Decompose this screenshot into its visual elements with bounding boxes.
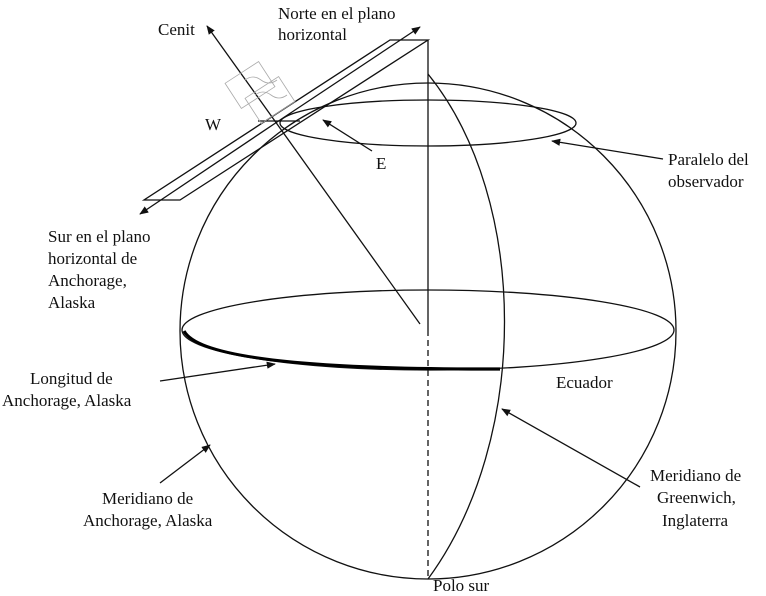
paralelo-pointer-arrow [551, 138, 664, 160]
label-polo-sur: Polo sur [433, 576, 490, 595]
south-arrow-line [139, 119, 281, 215]
label-ecuador: Ecuador [556, 373, 613, 392]
label-longitud-line2: Anchorage, Alaska [2, 391, 132, 410]
greenwich-meridian [427, 73, 506, 580]
observer-figure [224, 60, 296, 125]
label-cenit: Cenit [158, 20, 195, 39]
label-longitud-line1: Longitud de [30, 369, 113, 388]
label-norte-line1: Norte en el plano [278, 4, 396, 23]
label-meridiano-greenwich-line3: Inglaterra [662, 511, 729, 530]
north-arrow-line [279, 26, 421, 121]
label-sur-line2: horizontal de [48, 249, 137, 268]
label-meridiano-greenwich-line2: Greenwich, [657, 488, 736, 507]
label-sur-line4: Alaska [48, 293, 96, 312]
label-paralelo-line2: observador [668, 172, 744, 191]
label-norte-line2: horizontal [278, 25, 347, 44]
meridiano-anchorage-pointer-arrow [159, 444, 211, 484]
label-meridiano-anchorage-line2: Anchorage, Alaska [83, 511, 213, 530]
label-w: W [205, 115, 222, 134]
label-sur-line3: Anchorage, [48, 271, 127, 290]
meridiano-greenwich-pointer-arrow [501, 408, 641, 488]
zenith-line [206, 25, 421, 325]
e-pointer-arrow [322, 119, 373, 152]
label-paralelo-line1: Paralelo del [668, 150, 749, 169]
longitude-arc [182, 330, 501, 371]
horizontal-plane [141, 39, 431, 201]
label-e: E [376, 154, 386, 173]
label-meridiano-anchorage-line1: Meridiano de [102, 489, 193, 508]
label-sur-line1: Sur en el plano [48, 227, 150, 246]
label-meridiano-greenwich-line1: Meridiano de [650, 466, 741, 485]
longitud-pointer-arrow [159, 361, 276, 382]
